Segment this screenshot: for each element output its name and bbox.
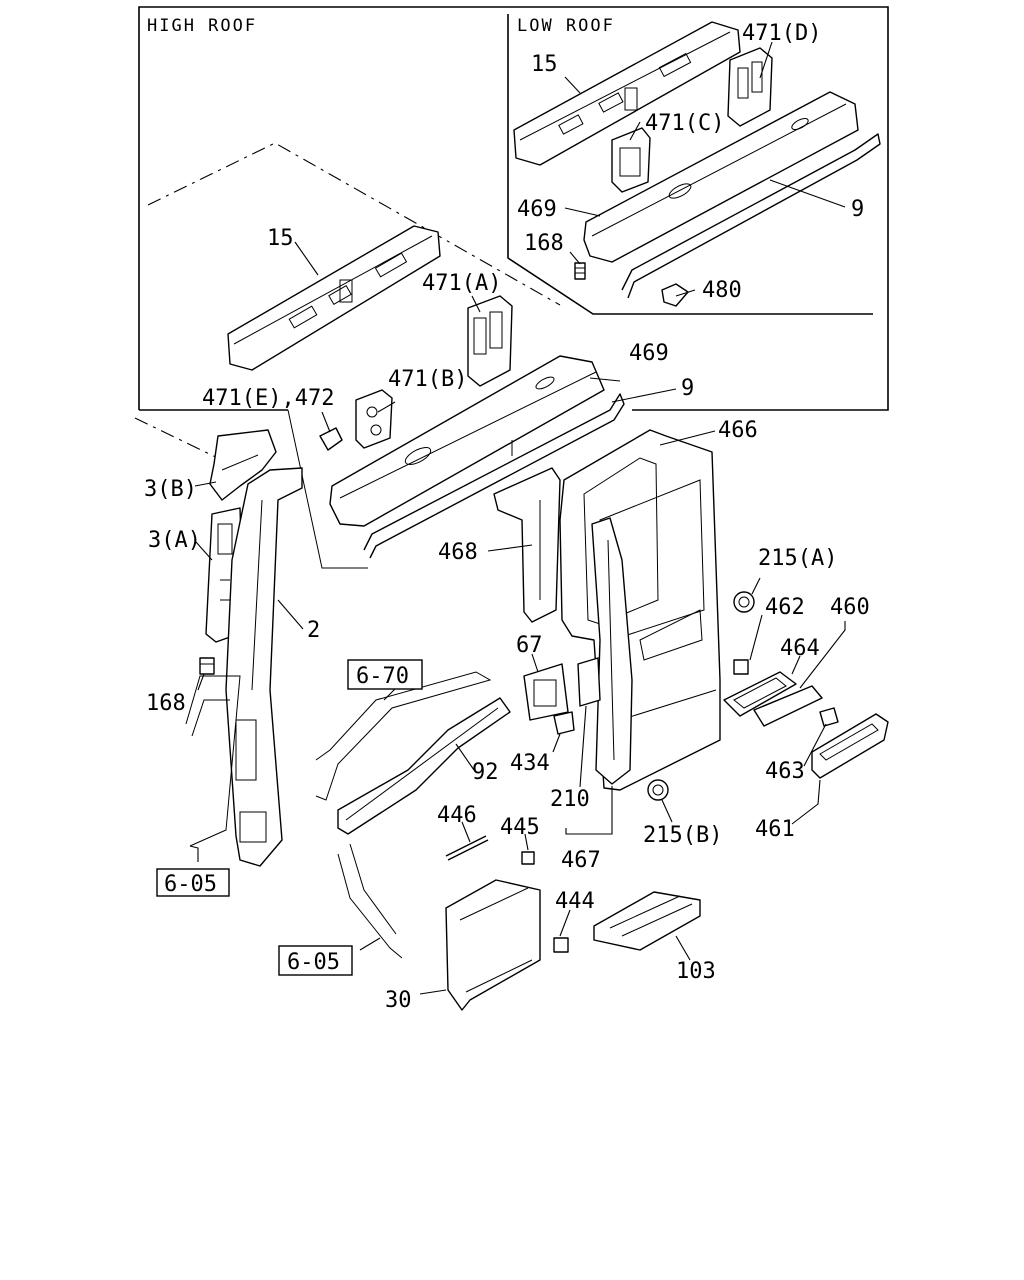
callout-469-high-roof: 469 (629, 341, 669, 366)
part-462-clip (733, 659, 749, 675)
low-roof-part-480-clip (661, 283, 689, 307)
callout-labels: 15 471(D) 471(C) 469 9 168 480 15 471(A)… (144, 21, 870, 1013)
callout-446: 446 (437, 803, 477, 828)
part-2-front-pillar (225, 467, 303, 867)
high-roof-part-471e-472-clip (319, 427, 343, 451)
callout-480: 480 (702, 278, 742, 303)
part-210-striker (577, 657, 601, 707)
part-103-step-tread (593, 891, 701, 951)
callout-168-low-roof: 168 (524, 231, 564, 256)
callout-215a: 215(A) (758, 546, 837, 571)
high-roof-part-469-header (329, 355, 605, 527)
callout-103: 103 (676, 959, 716, 984)
part-463-screw (819, 707, 839, 727)
reference-6-05-bottom[interactable]: 6-05 (278, 945, 353, 976)
reference-6-70[interactable]: 6-70 (347, 659, 423, 690)
low-roof-part-15-rail (513, 21, 741, 166)
high-roof-part-471b-bracket (355, 389, 393, 449)
part-3b-pillar-cap (209, 429, 277, 501)
part-444-bolt (553, 937, 569, 953)
callout-15-high-roof: 15 (267, 226, 294, 251)
high-roof-title: HIGH ROOF (147, 16, 257, 36)
part-460-bracket (753, 685, 823, 727)
callout-467: 467 (561, 848, 601, 873)
callout-463: 463 (765, 759, 805, 784)
part-92-rocker (337, 697, 511, 835)
callout-444: 444 (555, 889, 595, 914)
callout-92: 92 (472, 760, 499, 785)
callout-30: 30 (385, 988, 412, 1013)
callout-434: 434 (510, 751, 550, 776)
callout-471a: 471(A) (422, 271, 501, 296)
low-roof-title: LOW ROOF (517, 16, 615, 36)
callout-168-left: 168 (146, 691, 186, 716)
part-446-pin (445, 835, 489, 861)
part-467-center-pillar (591, 517, 633, 785)
part-445-nut (521, 851, 535, 865)
callout-9-high-roof: 9 (681, 376, 694, 401)
reference-6-05-left[interactable]: 6-05 (156, 868, 230, 897)
callout-460: 460 (830, 595, 870, 620)
low-roof-part-471c-bracket (611, 127, 651, 193)
part-67-hinge-bracket (523, 663, 569, 721)
low-roof-part-168-bolt (574, 262, 586, 280)
callout-468: 468 (438, 540, 478, 565)
callout-67: 67 (516, 633, 543, 658)
callout-3a: 3(A) (148, 528, 201, 553)
callout-462: 462 (765, 595, 805, 620)
low-roof-part-469-header (583, 91, 859, 263)
low-roof-part-9-strip (621, 133, 881, 299)
callout-3b: 3(B) (144, 477, 197, 502)
callout-464: 464 (780, 636, 820, 661)
low-roof-part-471d-bracket (727, 47, 773, 127)
part-6-70-reference-outline (315, 671, 492, 801)
part-215b-grommet (647, 779, 669, 801)
callout-469-low-roof: 469 (517, 197, 557, 222)
callout-215b: 215(B) (643, 823, 722, 848)
part-215a-grommet (733, 591, 755, 613)
reference-6-05-left-label: 6-05 (164, 872, 217, 897)
high-roof-part-15-rail (227, 225, 441, 371)
high-roof-part-471a-bracket (467, 295, 513, 387)
callout-445: 445 (500, 815, 540, 840)
reference-6-05-bottom-label: 6-05 (287, 950, 340, 975)
callout-471c: 471(C) (645, 111, 724, 136)
part-30-step-well (445, 879, 541, 1011)
part-464-seal (723, 671, 797, 717)
callout-9-low-roof: 9 (851, 197, 864, 222)
part-434-clip (553, 711, 575, 735)
reference-6-70-label: 6-70 (356, 664, 409, 689)
callout-471d: 471(D) (742, 21, 821, 46)
part-461-step-cover (811, 713, 889, 779)
callout-15-low-roof: 15 (531, 52, 558, 77)
callout-461: 461 (755, 817, 795, 842)
callout-471b: 471(B) (388, 367, 467, 392)
callout-471e-472: 471(E),472 (202, 386, 334, 411)
part-468-inner-pillar (493, 467, 561, 623)
part-6-05-bottom-reference-outline (337, 843, 403, 959)
high-roof-part-9-strip (363, 393, 625, 559)
callout-2: 2 (307, 618, 320, 643)
phantom-lines (134, 142, 561, 464)
callout-466: 466 (718, 418, 758, 443)
high-roof-frame (138, 6, 889, 569)
low-roof-frame (507, 14, 873, 315)
part-6-05-left-reference-outline (185, 675, 241, 847)
part-168-left-bolt (199, 657, 215, 675)
callout-210: 210 (550, 787, 590, 812)
leader-lines (189, 41, 846, 995)
